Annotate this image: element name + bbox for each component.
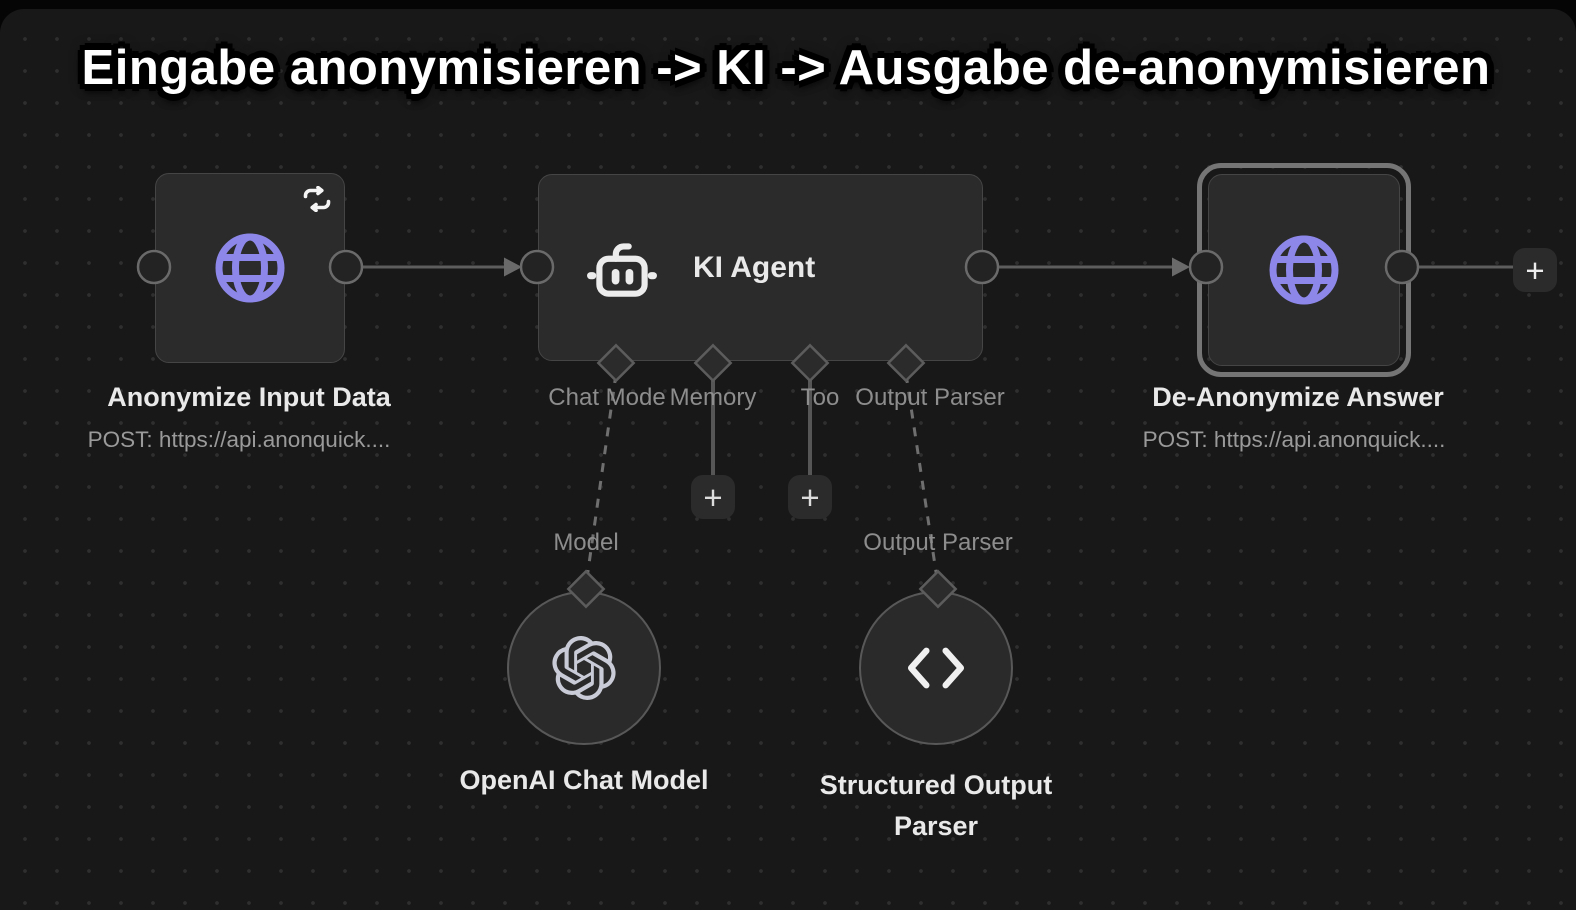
- sticky-note-title[interactable]: Eingabe anonymisieren -> KI -> Ausgabe d…: [81, 41, 1491, 95]
- port-label-memory: Memory: [669, 384, 757, 411]
- node-de-anonymize-answer[interactable]: [1208, 174, 1400, 366]
- port-label-output-parser: Output Parser: [855, 384, 1005, 411]
- node-subtitle-deanonymize: POST: https://api.anonquick....: [1142, 427, 1446, 452]
- port-label-parser-input: Output Parser: [863, 529, 1013, 556]
- node-label-parser: Structured Output Parser: [819, 770, 1053, 841]
- port-label-chat-model: Chat Mode: [548, 384, 666, 411]
- node-structured-output-parser[interactable]: [859, 591, 1013, 745]
- node-label-anonymize: Anonymize Input Data: [107, 382, 391, 412]
- port-label-tool: Too: [800, 384, 840, 411]
- selected-node-outline[interactable]: [1197, 163, 1411, 377]
- add-memory-button[interactable]: +: [691, 475, 735, 519]
- sub-connection-line: [711, 363, 812, 477]
- node-subtitle-anonymize: POST: https://api.anonquick....: [87, 427, 391, 452]
- globe-icon: [215, 233, 285, 303]
- add-tool-button[interactable]: +: [788, 475, 832, 519]
- add-next-node-button[interactable]: +: [1513, 248, 1557, 292]
- workflow-canvas[interactable]: KI Agent: [0, 9, 1576, 910]
- node-label-openai: OpenAI Chat Model: [459, 765, 709, 795]
- globe-icon: [1269, 235, 1339, 305]
- repeat-icon: [303, 185, 331, 213]
- node-label-deanonymize: De-Anonymize Answer: [1152, 382, 1444, 412]
- robot-icon: [587, 242, 657, 297]
- openai-icon: [552, 636, 616, 700]
- port-label-model-input: Model: [553, 529, 619, 556]
- agent-node-label: KI Agent: [693, 250, 816, 284]
- node-anonymize-input-data[interactable]: [155, 173, 345, 363]
- node-openai-chat-model[interactable]: [507, 591, 661, 745]
- node-ki-agent[interactable]: KI Agent: [538, 174, 983, 361]
- code-brackets-icon: [907, 647, 965, 689]
